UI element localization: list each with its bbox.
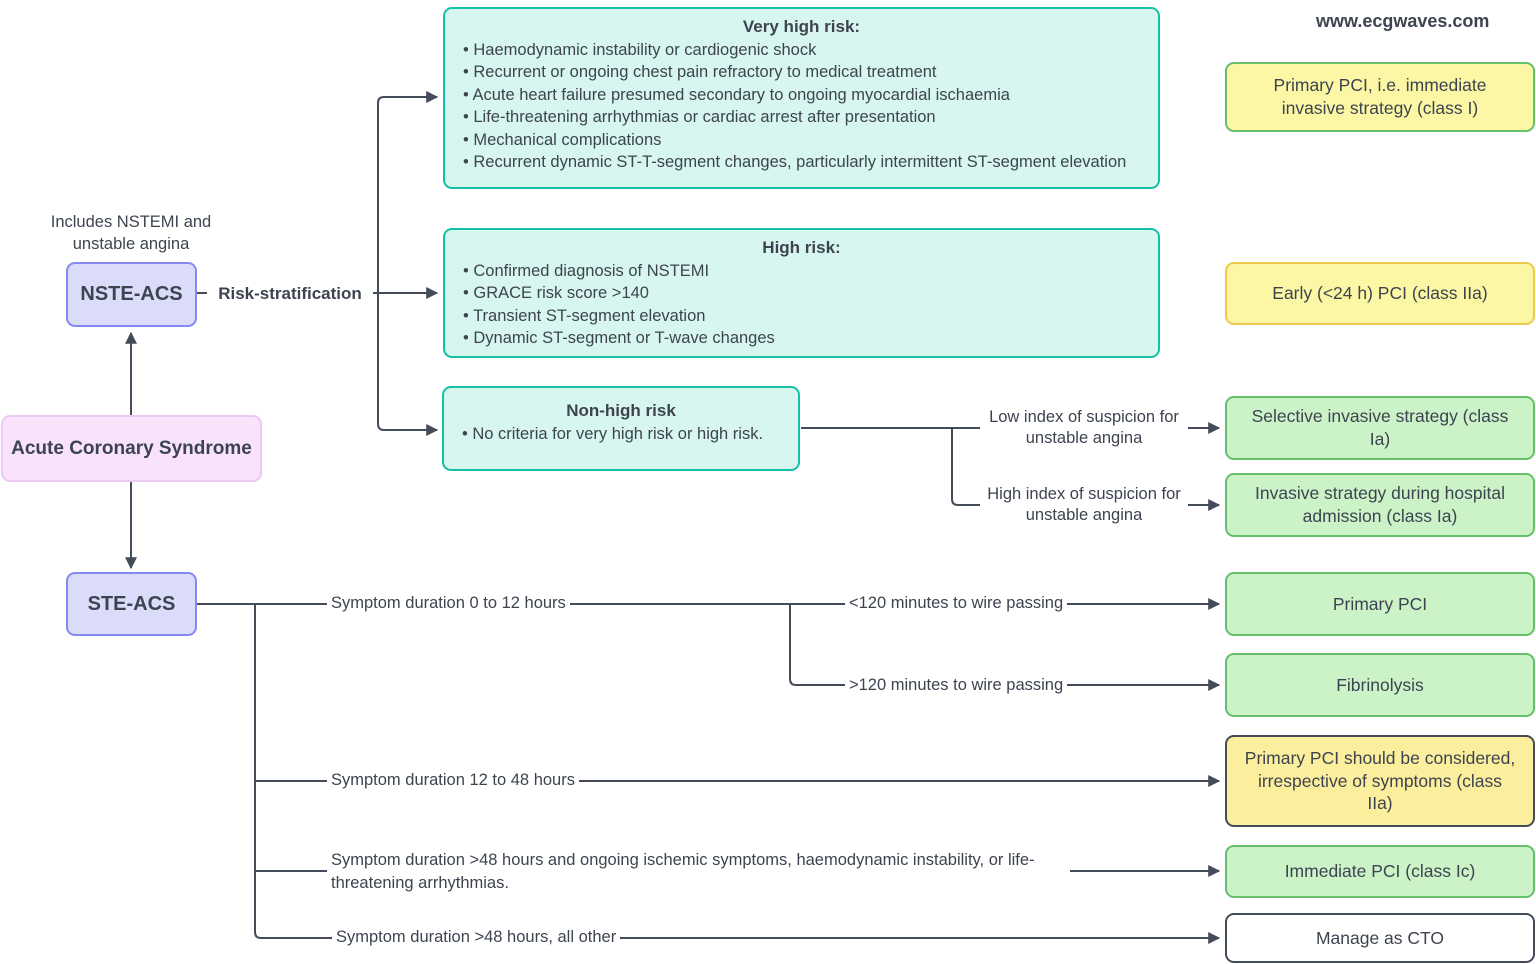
edge-label-symptom-0-12: Symptom duration 0 to 12 hours (327, 594, 570, 613)
outcome-label: Invasive strategy during hospital admiss… (1255, 483, 1505, 526)
outcome-label: Primary PCI should be considered, irresp… (1244, 747, 1516, 814)
nste-acs-note: Includes NSTEMI and unstable angina (50, 213, 212, 253)
edge-label-high-index: High index of suspicion for unstable ang… (980, 484, 1188, 526)
outcome-label: Primary PCI, i.e. immediate invasive str… (1273, 75, 1487, 118)
outcome-manage-cto: Manage as CTO (1225, 913, 1535, 963)
outcome-selective-invasive: Selective invasive strategy (class Ia) (1225, 396, 1535, 460)
box-very-high-risk: Very high risk: Haemodynamic instability… (443, 7, 1160, 189)
outcome-invasive-hospital: Invasive strategy during hospital admiss… (1225, 473, 1535, 537)
node-acs-label: Acute Coronary Syndrome (11, 437, 252, 459)
box-non-high-risk-title: Non-high risk (566, 401, 676, 420)
outcome-label: Primary PCI (1332, 593, 1428, 614)
node-acs: Acute Coronary Syndrome (1, 415, 262, 482)
bullet-item: Recurrent dynamic ST-T-segment changes, … (463, 151, 1146, 173)
watermark: www.ecgwaves.com (1316, 11, 1490, 31)
bullet-item: Haemodynamic instability or cardiogenic … (463, 39, 1146, 61)
outcome-label: Fibrinolysis (1336, 674, 1424, 695)
outcome-primary-pci-immediate: Primary PCI, i.e. immediate invasive str… (1225, 62, 1535, 132)
bullet-item: Confirmed diagnosis of NSTEMI (463, 260, 1146, 282)
outcome-primary-pci-considered: Primary PCI should be considered, irresp… (1225, 735, 1535, 827)
bullet-item: Dynamic ST-segment or T-wave changes (463, 327, 1146, 349)
node-nste-acs: NSTE-ACS (66, 262, 197, 327)
bullet-item: GRACE risk score >140 (463, 282, 1146, 304)
edge-label-wire-gt-120: >120 minutes to wire passing (845, 676, 1068, 695)
box-non-high-risk-bullets: No criteria for very high risk or high r… (456, 423, 786, 445)
outcome-primary-pci: Primary PCI (1225, 572, 1535, 636)
box-high-risk: High risk: Confirmed diagnosis of NSTEMI… (443, 228, 1160, 358)
node-ste-acs-label: STE-ACS (87, 592, 176, 615)
node-ste-acs: STE-ACS (66, 572, 197, 636)
edge-label-wire-lt-120: <120 minutes to wire passing (845, 594, 1068, 613)
box-high-risk-bullets: Confirmed diagnosis of NSTEMIGRACE risk … (457, 260, 1146, 350)
box-high-risk-title: High risk: (762, 238, 841, 257)
outcome-label: Selective invasive strategy (class Ia) (1251, 406, 1509, 449)
outcome-label: Early (<24 h) PCI (class IIa) (1272, 283, 1488, 304)
edge-label-risk-stratification: Risk-stratification (207, 284, 373, 303)
node-nste-acs-label: NSTE-ACS (80, 283, 183, 305)
outcome-label: Manage as CTO (1315, 927, 1445, 948)
outcome-immediate-pci: Immediate PCI (class Ic) (1225, 845, 1535, 898)
bullet-item: Transient ST-segment elevation (463, 305, 1146, 327)
edge-label-symptom-12-48: Symptom duration 12 to 48 hours (327, 771, 579, 790)
bullet-item: No criteria for very high risk or high r… (462, 423, 786, 445)
bullet-item: Mechanical complications (463, 129, 1146, 151)
outcome-label: Immediate PCI (class Ic) (1284, 861, 1476, 882)
edge-label-symptom-gt48-other: Symptom duration >48 hours, all other (332, 928, 621, 947)
box-very-high-risk-bullets: Haemodynamic instability or cardiogenic … (457, 39, 1146, 173)
outcome-early-pci: Early (<24 h) PCI (class IIa) (1225, 262, 1535, 325)
bullet-item: Recurrent or ongoing chest pain refracto… (463, 61, 1146, 83)
outcome-fibrinolysis: Fibrinolysis (1225, 653, 1535, 717)
box-very-high-risk-title: Very high risk: (742, 17, 861, 36)
edge-label-low-index: Low index of suspicion for unstable angi… (980, 407, 1188, 449)
bullet-item: Life-threatening arrhythmias or cardiac … (463, 106, 1146, 128)
bullet-item: Acute heart failure presumed secondary t… (463, 84, 1146, 106)
box-non-high-risk: Non-high risk No criteria for very high … (442, 386, 800, 471)
edge-label-symptom-gt48-ongoing: Symptom duration >48 hours and ongoing i… (327, 849, 1070, 894)
